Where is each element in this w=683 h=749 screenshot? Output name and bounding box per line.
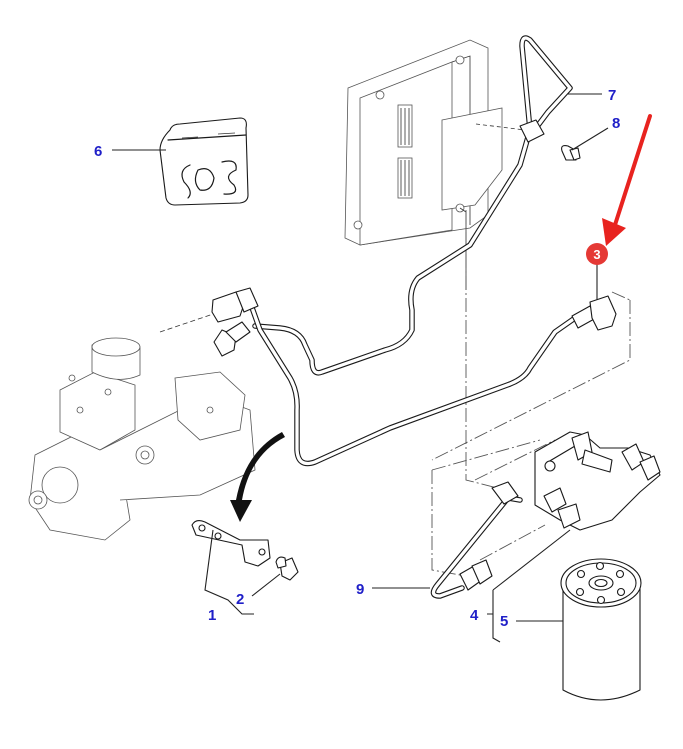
assembly-guide-lines <box>431 210 631 576</box>
callout-1[interactable]: 1 <box>208 607 216 624</box>
highlight-arrow-icon <box>602 114 652 246</box>
highlight-marker-3[interactable]: 3 <box>586 243 608 265</box>
fuel-line-7 <box>252 35 573 376</box>
injection-pump <box>28 309 256 541</box>
callout-9[interactable]: 9 <box>356 581 364 598</box>
callouts: 1 2 4 5 6 7 8 9 <box>94 87 620 630</box>
decal-6 <box>159 117 249 206</box>
ecu-module <box>344 39 526 290</box>
callout-7[interactable]: 7 <box>608 87 616 104</box>
ecu-connector-pins <box>397 104 413 199</box>
clip-8 <box>561 145 581 161</box>
callout-2[interactable]: 2 <box>236 591 244 608</box>
callout-8[interactable]: 8 <box>612 115 620 132</box>
callout-4[interactable]: 4 <box>470 607 479 624</box>
bracket-1 <box>191 519 271 567</box>
clip-2 <box>275 556 299 581</box>
filter-head <box>534 431 661 531</box>
install-direction-arrow <box>230 432 285 522</box>
marker-label: 3 <box>593 247 600 262</box>
callout-6[interactable]: 6 <box>94 143 102 160</box>
leader-lines <box>112 93 609 643</box>
filter-cartridge <box>560 558 642 701</box>
fuel-line-9 <box>430 481 523 599</box>
fuel-line-3 <box>211 287 617 467</box>
callout-5[interactable]: 5 <box>500 613 508 630</box>
